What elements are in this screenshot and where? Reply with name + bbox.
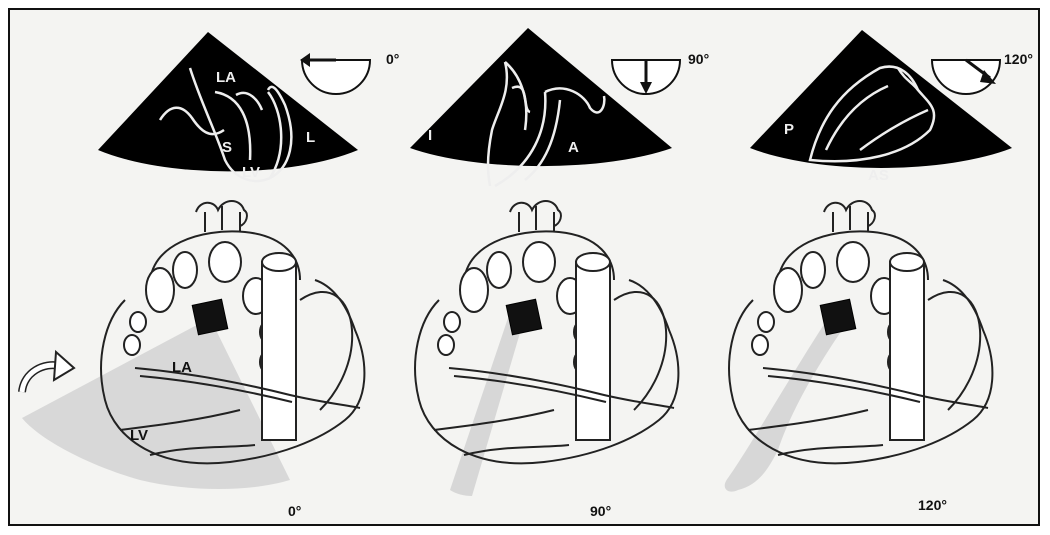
diagram-label-lv: LV <box>130 427 148 444</box>
bottom-label-0: 0° <box>288 503 301 519</box>
echo-label-l: L <box>306 129 315 146</box>
angle-indicator-icon <box>300 53 370 94</box>
echo-label-lv: LV <box>242 164 260 181</box>
echo-label-s: S <box>222 139 232 156</box>
heart-diagram-120 <box>725 201 993 492</box>
heart-diagram-90 <box>415 201 678 496</box>
echo-sector-90 <box>410 28 672 166</box>
panel-120deg: P AS 120° 120° <box>725 30 1033 513</box>
echo-label-la: LA <box>216 69 236 86</box>
diagram-label-la: LA <box>172 359 192 376</box>
echo-label-as: AS <box>868 167 889 184</box>
angle-indicator-icon <box>612 60 680 94</box>
echo-sector-120 <box>750 30 1012 168</box>
rotation-arrow-icon <box>22 352 74 392</box>
angle-label-0: 0° <box>386 51 399 67</box>
angle-label-120: 120° <box>1004 51 1033 67</box>
heart-diagram-0 <box>22 201 364 489</box>
angle-indicator-icon <box>932 60 1000 94</box>
panel-90deg: I A 90° 90° <box>410 28 709 519</box>
echo-label-p: P <box>784 121 794 138</box>
bottom-label-90: 90° <box>590 503 611 519</box>
angle-label-90: 90° <box>688 51 709 67</box>
bottom-label-120: 120° <box>918 497 947 513</box>
echo-label-a: A <box>568 139 579 156</box>
echo-label-i: I <box>428 127 432 144</box>
panel-0deg: LA S LV L 0° LA LV 0° <box>22 32 399 519</box>
